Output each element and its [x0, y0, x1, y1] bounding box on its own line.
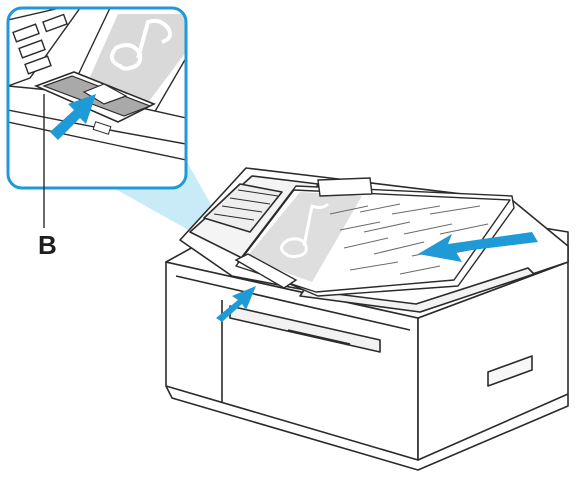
document-guide-right [318, 178, 372, 196]
callout-label-b: B [38, 232, 57, 258]
